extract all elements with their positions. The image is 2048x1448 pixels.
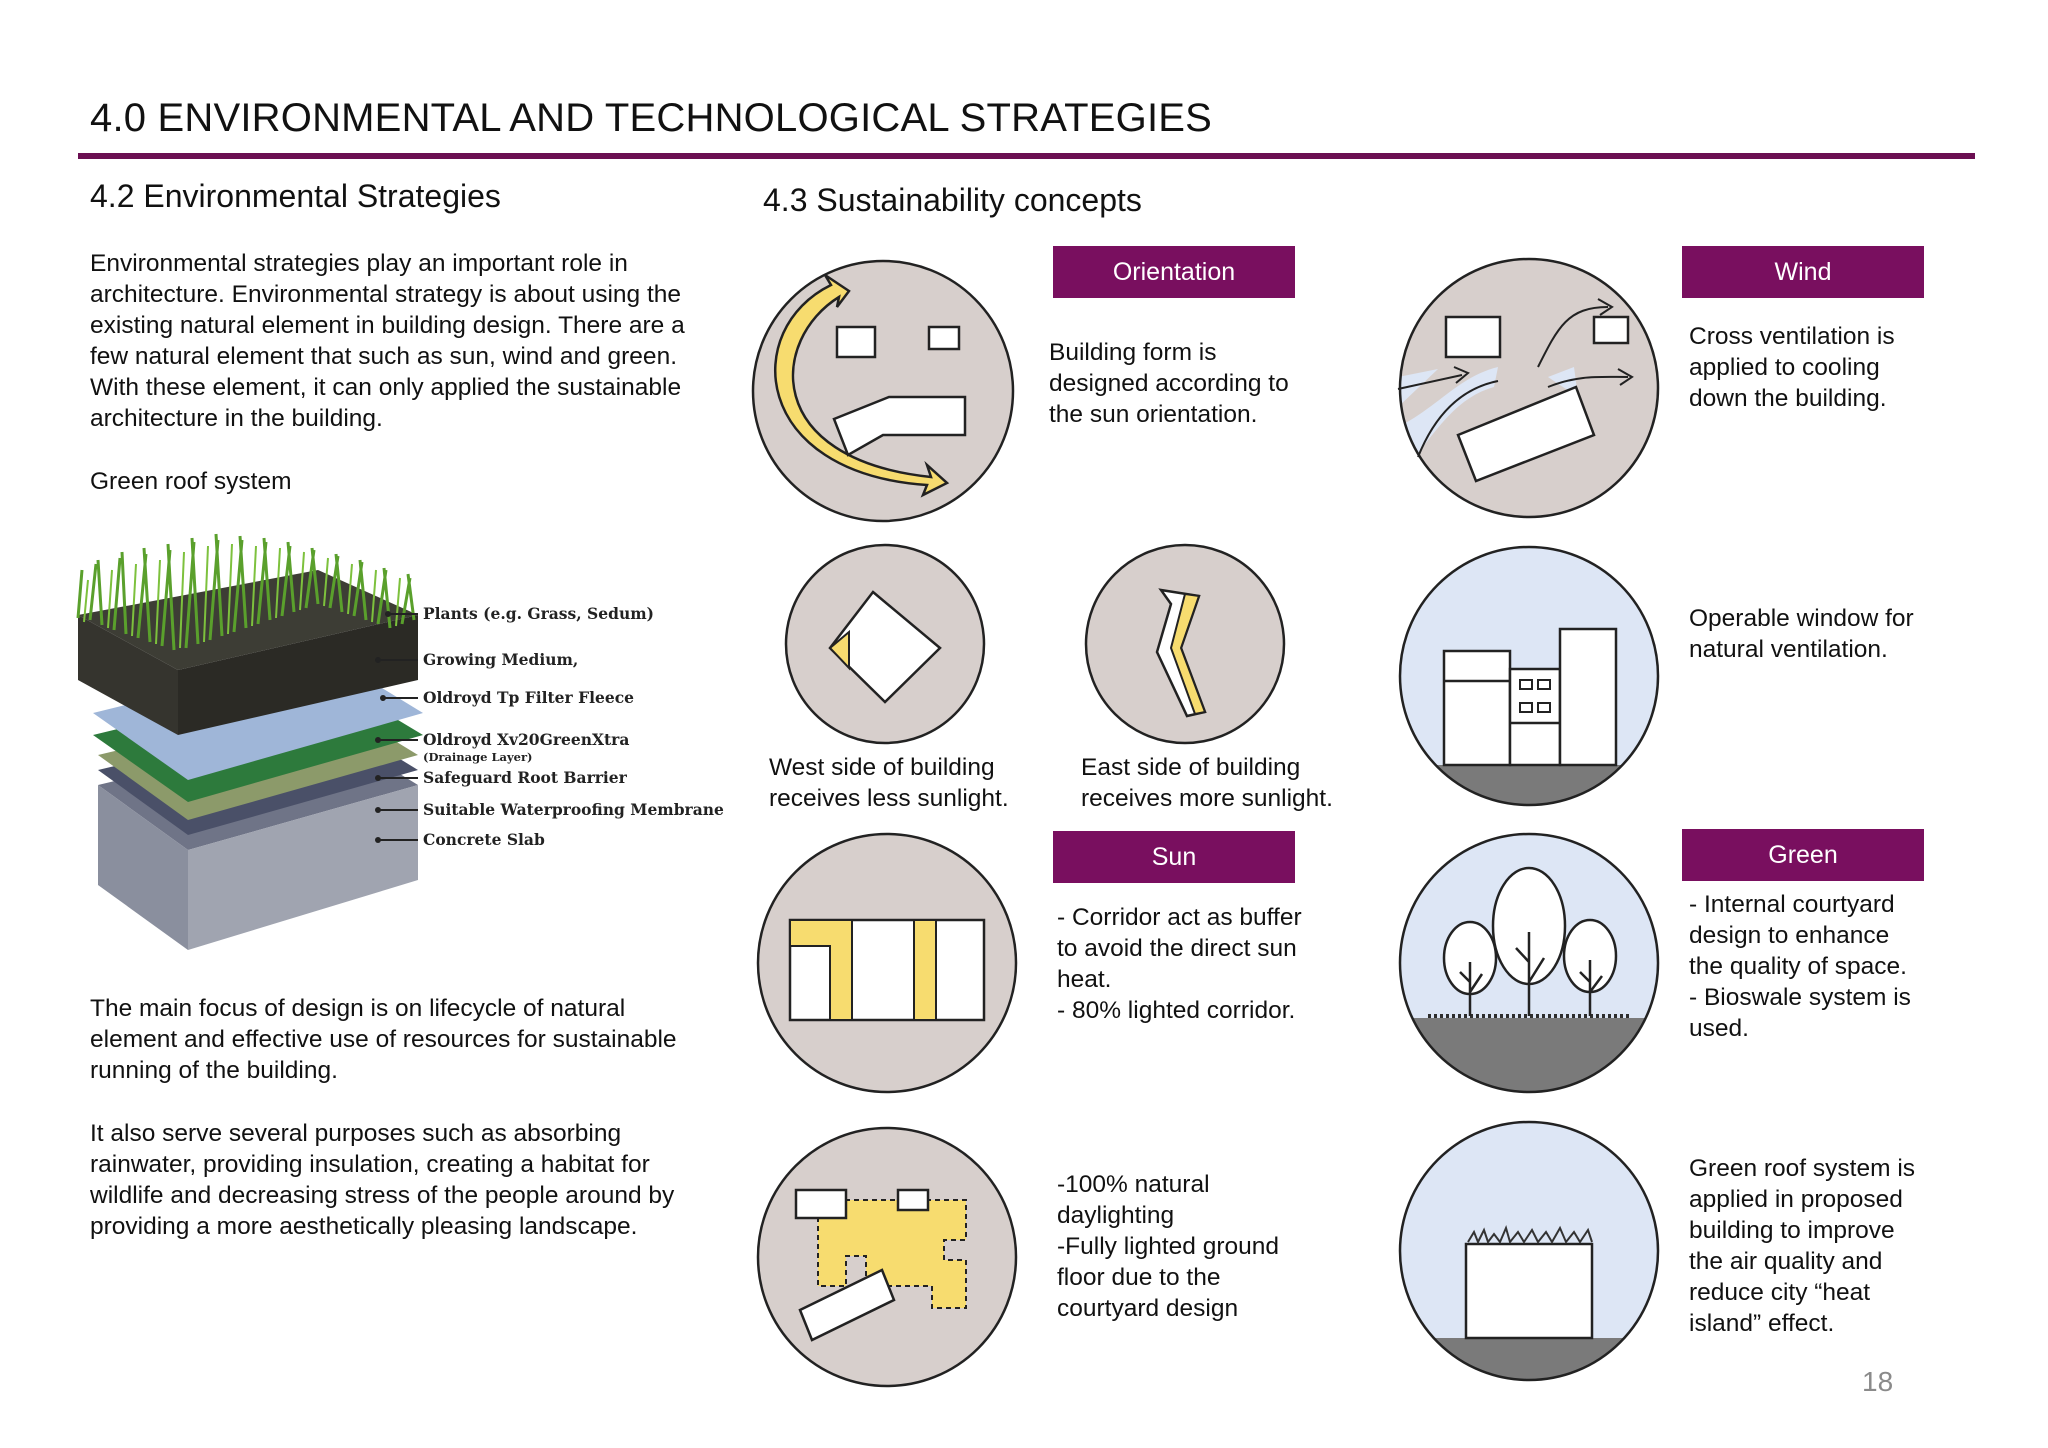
layer-label-concrete: Concrete Slab (423, 830, 545, 849)
page-number: 18 (1862, 1366, 1894, 1397)
sun-orientation-icon (751, 259, 1015, 523)
purposes-paragraph: It also serve several purposes such as a… (90, 1120, 675, 1240)
green-roof-heading: Green roof system (90, 468, 292, 495)
sun-tag: Sun (1053, 831, 1295, 883)
courtyard-daylight-icon (756, 1126, 1018, 1388)
sun-text: - Corridor act as buffer to avoid the di… (1057, 904, 1302, 1024)
title-divider (78, 153, 1975, 159)
layer-label-plants: Plants (e.g. Grass, Sedum) (423, 604, 654, 623)
west-side-caption: West side of building receives less sunl… (769, 754, 1009, 812)
window-text: Operable window for natural ventilation. (1689, 605, 1914, 663)
layer-label-growing-medium: Growing Medium, (423, 650, 578, 669)
page-title: 4.0 ENVIRONMENTAL AND TECHNOLOGICAL STRA… (90, 96, 1213, 140)
environmental-heading: 4.2 Environmental Strategies (90, 178, 501, 214)
wind-icon (1397, 257, 1660, 519)
green-roof-text: Green roof system is applied in proposed… (1689, 1155, 1916, 1337)
layer-label-membrane: Suitable Waterproofing Membrane (423, 800, 724, 819)
layer-label-drainage-note: (Drainage Layer) (423, 750, 533, 764)
operable-window-icon (1398, 545, 1660, 807)
layer-label-root-barrier: Safeguard Root Barrier (423, 768, 628, 787)
wind-text: Cross ventilation is applied to cooling … (1689, 323, 1895, 412)
layer-label-filter-fleece: Oldroyd Tp Filter Fleece (423, 688, 634, 707)
growing-medium-layer (78, 615, 178, 735)
layer-label-drainage: Oldroyd Xv20GreenXtra (423, 730, 629, 749)
east-side-caption: East side of building receives more sunl… (1081, 754, 1333, 812)
daylight-text: -100% natural daylighting -Fully lighted… (1057, 1171, 1279, 1322)
green-roof-building-icon (1398, 1120, 1660, 1382)
green-tag: Green (1682, 829, 1924, 881)
orientation-tag: Orientation (1053, 246, 1295, 298)
east-side-icon (1084, 543, 1286, 745)
corridor-buffer-icon (756, 832, 1018, 1094)
orientation-text: Building form is designed according to t… (1049, 339, 1289, 428)
wind-tag: Wind (1682, 246, 1924, 298)
plants-layer (76, 533, 416, 651)
green-roof-layers-diagram: Plants (e.g. Grass, Sedum) Growing Mediu… (76, 533, 724, 950)
west-side-icon (784, 543, 986, 745)
green-text: - Internal courtyard design to enhance t… (1689, 891, 1911, 1042)
intro-paragraph: Environmental strategies play an importa… (90, 250, 685, 432)
sustainability-heading: 4.3 Sustainability concepts (763, 182, 1142, 218)
focus-paragraph: The main focus of design is on lifecycle… (90, 995, 677, 1084)
trees-icon (1398, 832, 1660, 1094)
